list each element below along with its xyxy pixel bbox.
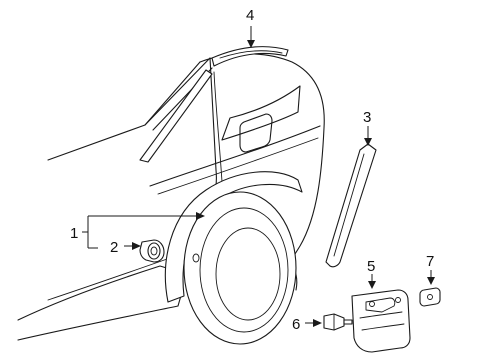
arrow-4 bbox=[247, 40, 255, 48]
rocker-sill-bottom bbox=[17, 305, 179, 341]
callout-3: 3 bbox=[363, 109, 371, 126]
rear-quarter-window bbox=[221, 85, 301, 141]
rear-garnish bbox=[325, 143, 377, 268]
retainer-hole bbox=[427, 294, 433, 300]
roof-moulding bbox=[211, 46, 289, 67]
clip-head bbox=[147, 242, 161, 260]
flare-clip-hole bbox=[192, 253, 200, 263]
screw-shank bbox=[343, 319, 353, 325]
part-4-moulding bbox=[139, 46, 289, 163]
mud-flap-rib-2 bbox=[361, 323, 405, 331]
rocker-sill-top bbox=[17, 265, 181, 321]
arrow-7 bbox=[427, 277, 435, 285]
mud-flap bbox=[351, 289, 411, 353]
retainer-body bbox=[419, 287, 441, 307]
roof-moulding-inner bbox=[219, 50, 283, 59]
body-crease-lower bbox=[157, 137, 319, 195]
body-crease-upper bbox=[149, 125, 321, 187]
mud-flap-hole-2 bbox=[395, 297, 401, 303]
arrow-1 bbox=[196, 212, 205, 220]
window-frame-outer bbox=[144, 57, 211, 126]
wheel-rim bbox=[215, 227, 281, 321]
tire-sidewall bbox=[199, 207, 289, 333]
callout-6: 6 bbox=[292, 316, 300, 333]
mud-flap-rib-1 bbox=[359, 311, 403, 319]
arrow-2 bbox=[132, 242, 141, 250]
lower-body-line bbox=[47, 257, 171, 301]
wheel-assembly bbox=[164, 171, 303, 345]
arrow-6 bbox=[313, 319, 322, 327]
arrow-3 bbox=[364, 138, 372, 146]
tire bbox=[183, 191, 297, 345]
callout-5: 5 bbox=[367, 258, 375, 275]
mud-flap-tab bbox=[365, 297, 396, 313]
rear-garnish-edge bbox=[333, 153, 365, 257]
c-pillar-inner-line bbox=[213, 71, 223, 183]
callout-2: 2 bbox=[110, 239, 118, 256]
callout-4: 4 bbox=[246, 7, 254, 24]
callout-labels: 4 3 1 2 5 6 7 bbox=[70, 7, 434, 333]
part-5-mudflap bbox=[351, 289, 411, 353]
leader-lines bbox=[82, 26, 435, 327]
part-3-garnish bbox=[325, 143, 377, 268]
mud-flap-hole-1 bbox=[369, 301, 375, 307]
part-2-clip bbox=[139, 239, 165, 263]
part-7-retainer bbox=[419, 287, 441, 307]
part-6-screw bbox=[323, 313, 353, 331]
arrow-5 bbox=[368, 281, 376, 289]
callout-1: 1 bbox=[70, 225, 78, 242]
window-moulding-strip bbox=[139, 69, 213, 163]
callout-7: 7 bbox=[426, 253, 434, 270]
clip-center bbox=[150, 246, 158, 256]
